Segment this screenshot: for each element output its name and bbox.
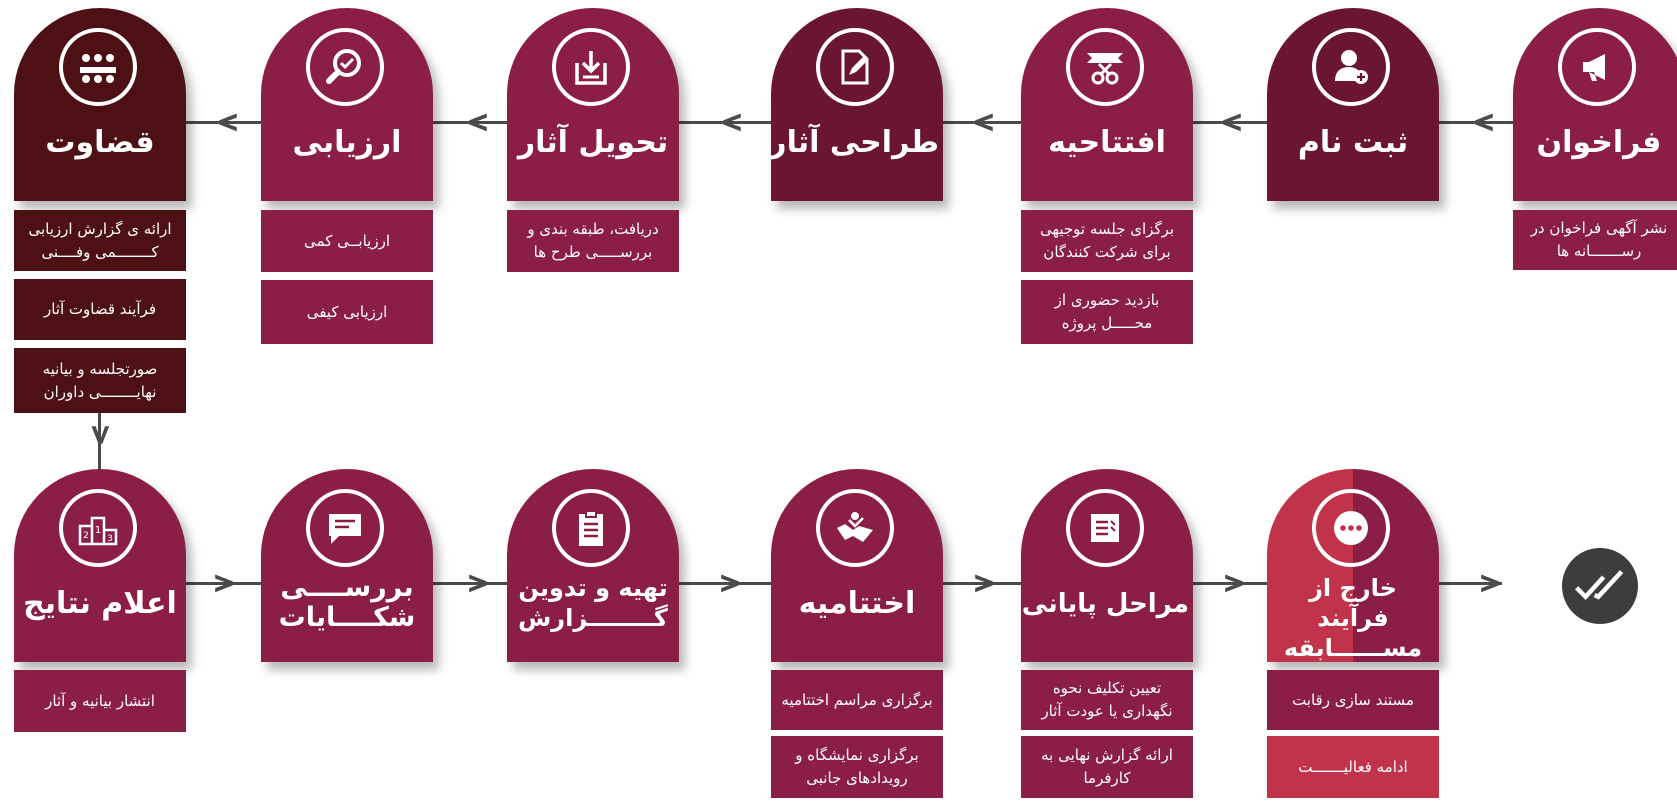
stage-subitem: ارائه گزارش نهایی به کارفرما xyxy=(1021,736,1193,798)
stage-title: اعلام نتایج xyxy=(23,586,177,621)
arrow-right-icon: > xyxy=(213,563,235,603)
document-list-icon xyxy=(1066,489,1144,567)
stage-head: خارج از فرآیند مســــــابقه xyxy=(1267,469,1439,662)
chat-message-icon xyxy=(306,489,384,567)
stage-subitem: برگزاری نمایشگاه و رویدادهای جانبی xyxy=(771,736,943,798)
stage-title: طراحی آثار xyxy=(771,125,939,160)
stage-title: ثبت نام xyxy=(1297,125,1409,160)
arrow-right-icon: > xyxy=(719,563,741,603)
stage-head: بررســــی شکــــایات xyxy=(261,469,433,662)
stage-head: اختتامیه xyxy=(771,469,943,662)
stage-subitem: برگزاری مراسم اختتامیه xyxy=(771,670,943,730)
jury-panel-icon xyxy=(59,28,137,106)
stage-head: قضاوت xyxy=(14,8,186,201)
svg-text:2: 2 xyxy=(83,531,89,541)
megaphone-icon xyxy=(1558,28,1636,106)
more-dots-icon xyxy=(1312,489,1390,567)
stage-title: مراحل پایانی xyxy=(1021,589,1189,619)
stage-subitem: برگزای جلسه توجیهی برای شرکت کنندگان xyxy=(1021,210,1193,272)
evaluation-search-icon xyxy=(306,28,384,106)
stage-head: مراحل پایانی xyxy=(1021,469,1193,662)
arrow-left-icon: < xyxy=(973,102,995,142)
arrow-left-icon: < xyxy=(721,102,743,142)
arrow-left-icon: < xyxy=(467,102,489,142)
svg-text:3: 3 xyxy=(107,534,113,544)
arrow-left-icon: < xyxy=(1473,102,1495,142)
vertical-connector-line xyxy=(98,400,101,490)
stage-subitem: فرآیند قضاوت آثار xyxy=(14,279,186,340)
arrow-right-icon: > xyxy=(467,563,489,603)
stage-head: فراخوان xyxy=(1513,8,1677,201)
stage-title: فراخوان xyxy=(1536,125,1662,160)
stage-head: تحویل آثار xyxy=(507,8,679,201)
stage-head: تهیه و تدوین گــــــــزارش xyxy=(507,469,679,662)
arrow-left-icon: < xyxy=(217,102,239,142)
stage-title: تحویل آثار xyxy=(517,125,669,160)
stage-subitem: مستند سازی رقابت xyxy=(1267,670,1439,730)
design-edit-icon xyxy=(816,28,894,106)
stage-subitem: صورتجلسه و بیانیه نهایــــــــی داوران xyxy=(14,348,186,413)
stage-subitem: ارزیابی کیفی xyxy=(261,280,433,344)
stage-title: افتتاحیه xyxy=(1048,125,1166,160)
stage-head: ثبت نام xyxy=(1267,8,1439,201)
stage-title: بررســــی شکــــایات xyxy=(278,572,416,633)
user-add-icon xyxy=(1312,28,1390,106)
stage-title: خارج از فرآیند مســــــابقه xyxy=(1283,574,1423,662)
stage-subitem: نشر آگهی فراخوان در رســـــــانه ها xyxy=(1513,210,1677,270)
stage-subitem: ادامه فعالیـــــــت xyxy=(1267,736,1439,798)
stage-title: ارزیابی xyxy=(292,125,402,160)
stage-title: قضاوت xyxy=(45,125,155,160)
stage-head: ارزیابی xyxy=(261,8,433,201)
arrow-right-icon: > xyxy=(1479,563,1501,603)
stage-title: تهیه و تدوین گــــــــزارش xyxy=(518,574,668,632)
stage-subitem: دریافت، طبقه بندی و بررســـــی طرح ها xyxy=(507,210,679,272)
stage-head: افتتاحیه xyxy=(1021,8,1193,201)
arrow-right-icon: > xyxy=(1223,563,1245,603)
stage-subitem: ارائه ی گزارش ارزیابی کــــــــمی وفــــ… xyxy=(14,210,186,271)
arrow-left-icon: < xyxy=(1221,102,1243,142)
clipboard-report-icon xyxy=(552,489,630,567)
stage-head: طراحی آثار xyxy=(771,8,943,201)
stage-subitem: ارزیابــی کمی xyxy=(261,210,433,272)
stage-subitem: بازدید حضوری از محـــــل پروژه xyxy=(1021,280,1193,344)
arrow-down-icon: < xyxy=(80,424,120,446)
arrow-right-icon: > xyxy=(973,563,995,603)
check-done-icon xyxy=(1562,548,1638,624)
delivery-download-icon xyxy=(552,28,630,106)
stage-subitem: تعیین تکلیف نحوه نگهداری یا عودت آثار xyxy=(1021,670,1193,730)
ribbon-cutting-icon xyxy=(1066,28,1144,106)
handshake-icon xyxy=(816,489,894,567)
stage-title: اختتامیه xyxy=(798,586,916,621)
svg-text:1: 1 xyxy=(95,525,101,536)
stage-subitem: انتشار بیانیه و آثار xyxy=(14,670,186,732)
